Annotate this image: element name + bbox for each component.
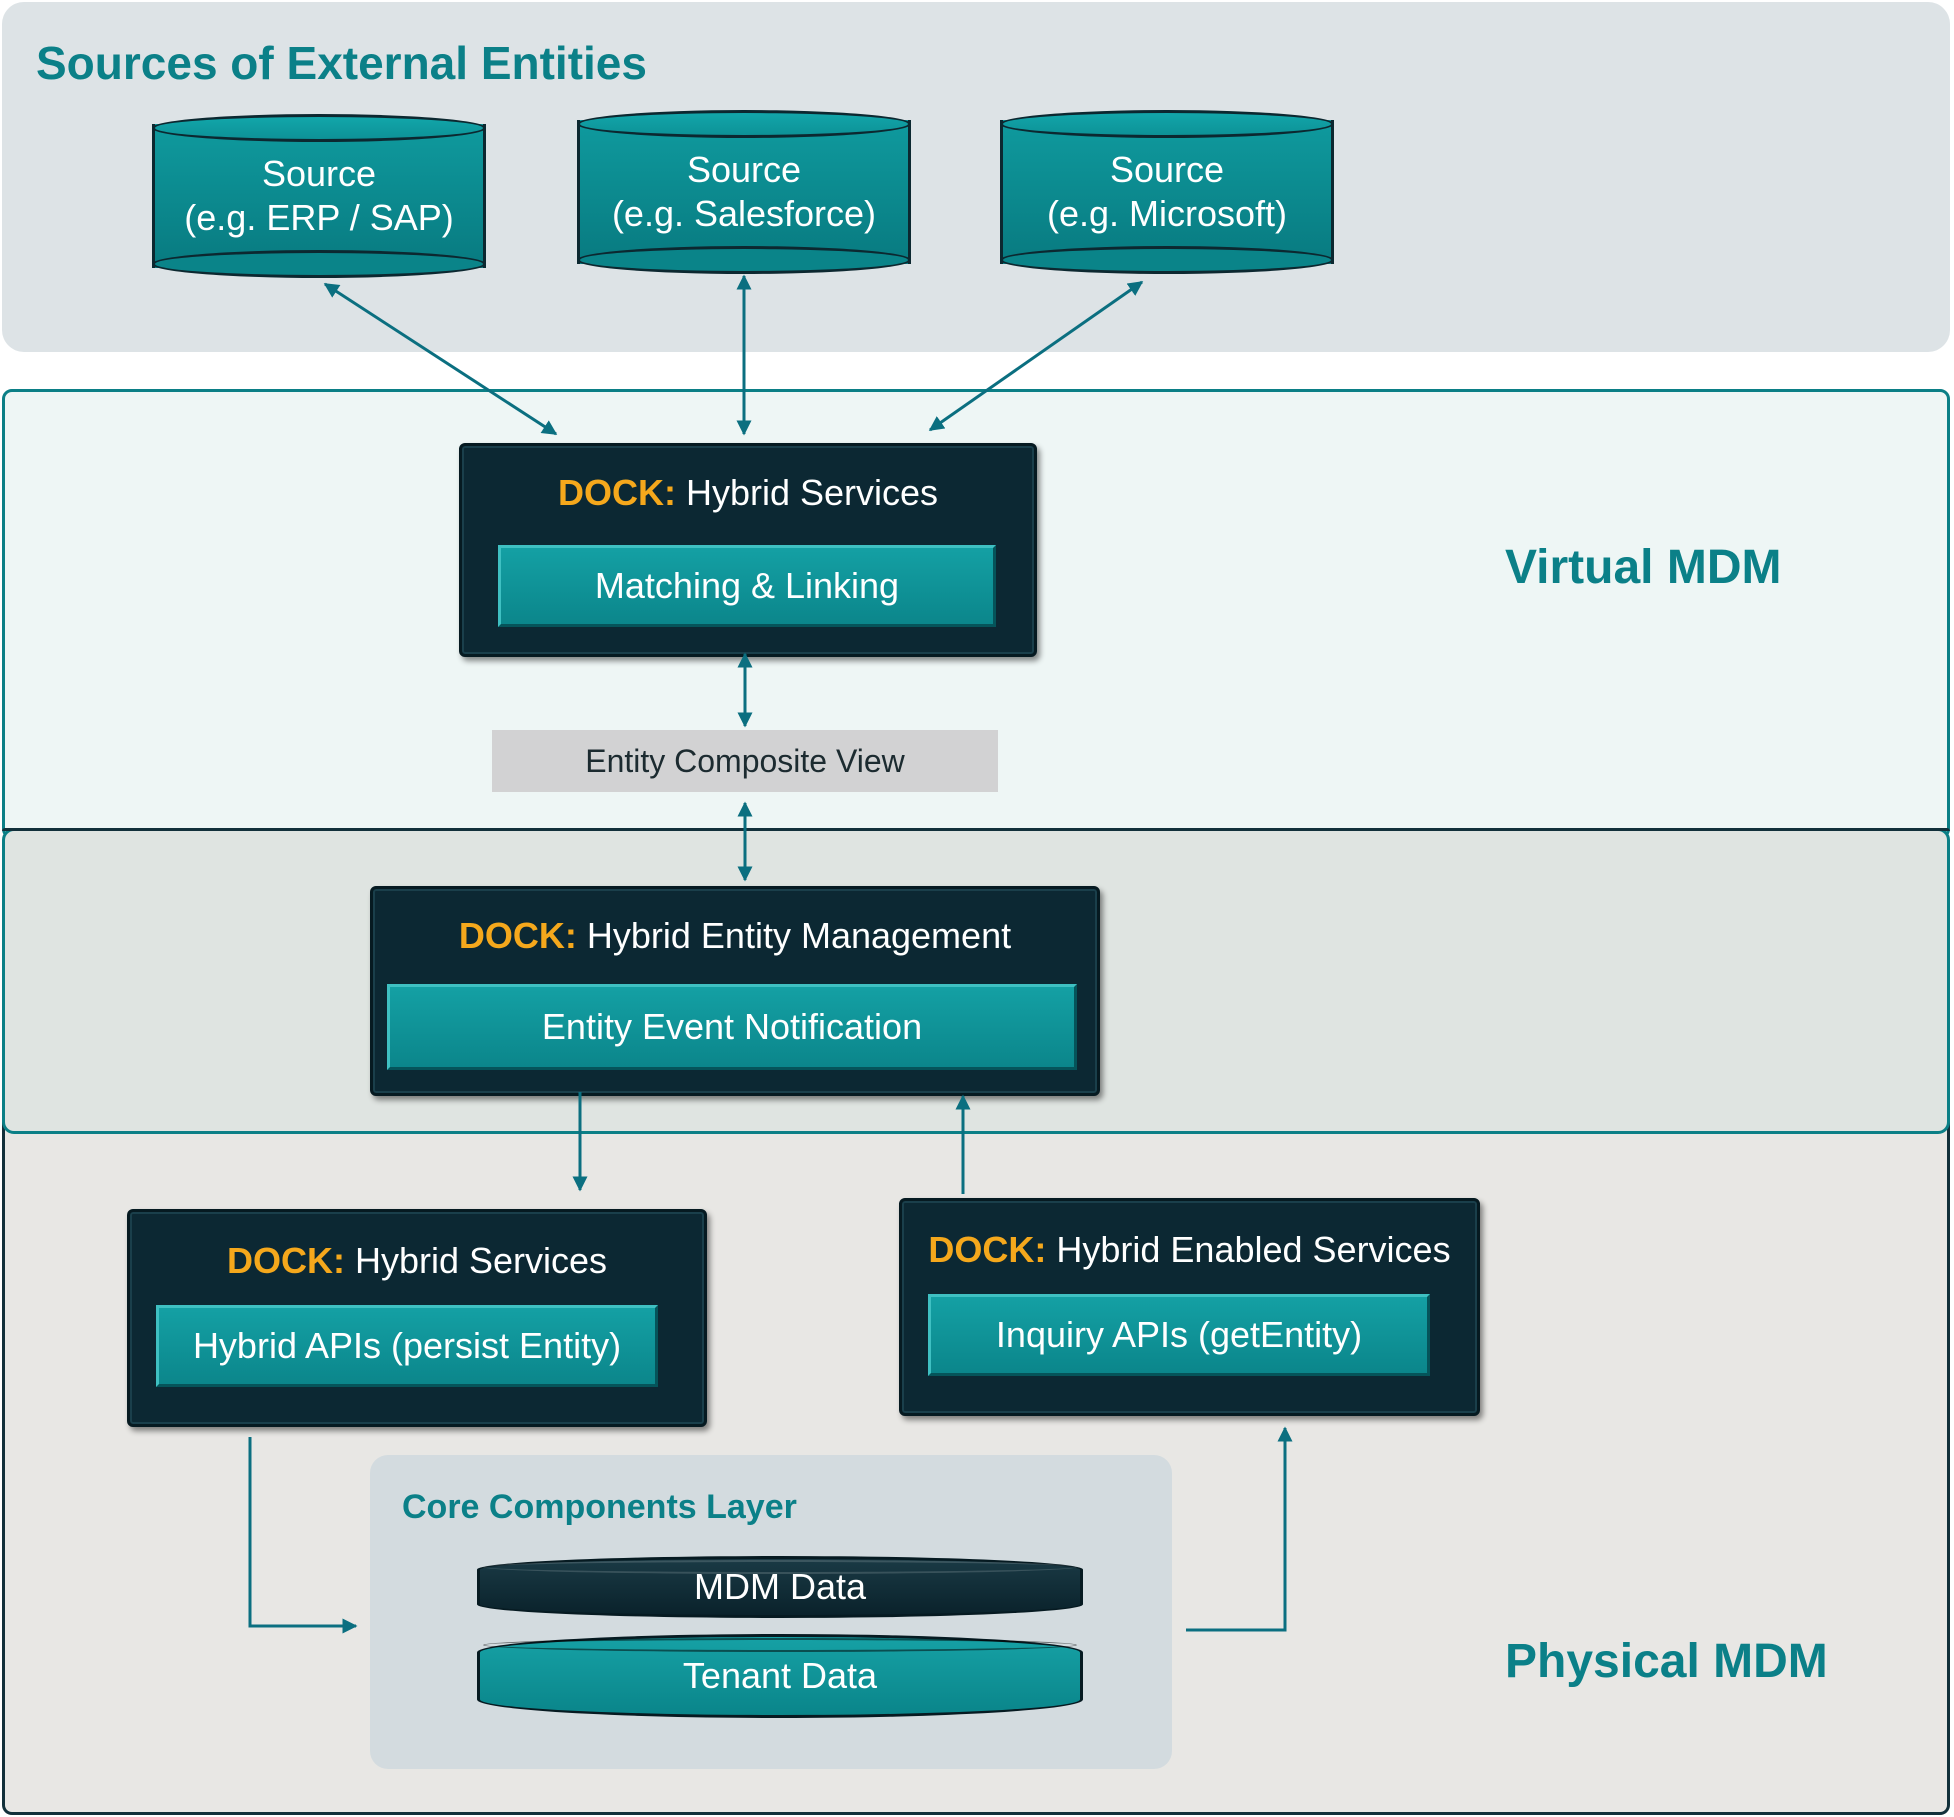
tenant-data-store: Tenant Data	[477, 1634, 1083, 1718]
source-example: (e.g. ERP / SAP)	[184, 197, 454, 238]
source-salesforce: Source (e.g. Salesforce)	[577, 110, 911, 274]
dock-title: DOCK: Hybrid Entity Management	[373, 915, 1097, 957]
dock-title: DOCK: Hybrid Enabled Services	[902, 1229, 1477, 1271]
dock-title-text: Hybrid Services	[685, 472, 939, 513]
mdm-data-label: MDM Data	[693, 1566, 867, 1607]
source-label: Source	[686, 149, 802, 190]
dock-title-text: Hybrid Entity Management	[586, 915, 1012, 956]
dock-keyword: DOCK:	[458, 915, 577, 956]
dock-hybrid-entity-management: DOCK: Hybrid Entity Management Entity Ev…	[370, 886, 1100, 1096]
entity-composite-view: Entity Composite View	[492, 730, 998, 792]
region-divider	[2, 828, 1950, 831]
tenant-data-label: Tenant Data	[682, 1655, 878, 1696]
dock-title-text: Hybrid Services	[354, 1240, 608, 1281]
mdm-data-store: MDM Data	[477, 1556, 1083, 1618]
dock-title: DOCK: Hybrid Services	[462, 472, 1034, 514]
source-microsoft: Source (e.g. Microsoft)	[1000, 110, 1334, 274]
source-label: Source	[1109, 149, 1225, 190]
source-label: Source	[261, 153, 377, 194]
dock-title-text: Hybrid Enabled Services	[1056, 1229, 1451, 1270]
virtual-mdm-title: Virtual MDM	[1505, 541, 1782, 594]
entity-event-notification-component: Entity Event Notification	[387, 984, 1077, 1070]
dock-keyword: DOCK:	[557, 472, 676, 513]
inquiry-apis-component: Inquiry APIs (getEntity)	[928, 1294, 1430, 1376]
sources-title: Sources of External Entities	[36, 37, 647, 89]
matching-linking-component: Matching & Linking	[498, 545, 996, 627]
dock-hybrid-services-virtual: DOCK: Hybrid Services Matching & Linking	[459, 443, 1037, 657]
hybrid-apis-component: Hybrid APIs (persist Entity)	[156, 1305, 658, 1387]
dock-keyword: DOCK:	[226, 1240, 345, 1281]
source-erp-sap: Source (e.g. ERP / SAP)	[152, 114, 486, 278]
core-components-title: Core Components Layer	[402, 1488, 797, 1526]
dock-hybrid-enabled-services: DOCK: Hybrid Enabled Services Inquiry AP…	[899, 1198, 1480, 1416]
source-example: (e.g. Microsoft)	[1046, 193, 1288, 234]
dock-hybrid-services-physical: DOCK: Hybrid Services Hybrid APIs (persi…	[127, 1209, 707, 1427]
source-example: (e.g. Salesforce)	[611, 193, 877, 234]
dock-keyword: DOCK:	[928, 1229, 1047, 1270]
physical-mdm-title: Physical MDM	[1505, 1635, 1828, 1688]
dock-title: DOCK: Hybrid Services	[130, 1240, 704, 1282]
